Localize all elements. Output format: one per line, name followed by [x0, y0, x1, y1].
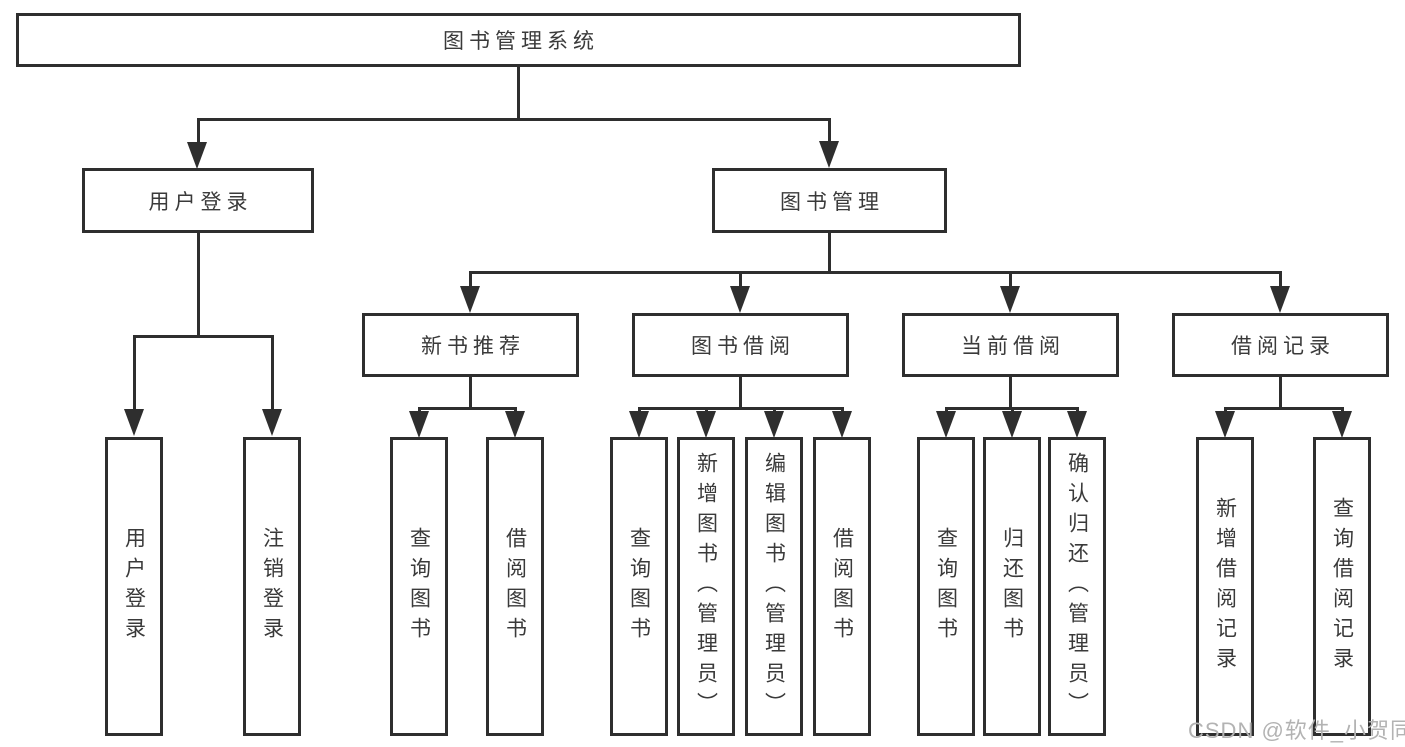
node-root-label: 图书管理系统: [443, 30, 599, 53]
leaf-newbook-borrow-label: 借阅图书: [503, 526, 527, 647]
connector-current-drop: [1009, 271, 1012, 287]
leaf-newbook-borrow: 借阅图书: [486, 437, 544, 736]
node-current-borrow: 当前借阅: [902, 313, 1119, 377]
leaf-records-add-label: 新增借阅记录: [1213, 496, 1237, 677]
connector-records-drop: [1279, 271, 1282, 287]
connector-user-login-branch: [133, 335, 273, 338]
connector-borrow-drop: [739, 271, 742, 287]
connector-root-stem: [517, 67, 520, 118]
leaf-logout: 注销登录: [243, 437, 301, 736]
node-borrow-records: 借阅记录: [1172, 313, 1389, 377]
leaf-newbook-query: 查询图书: [390, 437, 448, 736]
connector-level2-branch: [197, 118, 831, 121]
arrow-down-icon: [1215, 411, 1235, 438]
leaf-current-query: 查询图书: [917, 437, 975, 736]
leaf-records-add: 新增借阅记录: [1196, 437, 1254, 736]
node-root: 图书管理系统: [16, 13, 1021, 67]
connector-new-book-leaf-branch: [418, 407, 516, 410]
node-new-book-recommend-label: 新书推荐: [421, 335, 525, 358]
leaf-borrow-query-label: 查询图书: [627, 526, 651, 647]
arrow-down-icon: [1067, 411, 1087, 438]
connector-level3-branch: [469, 271, 1282, 274]
arrow-down-icon: [629, 411, 649, 438]
arrow-down-icon: [819, 141, 839, 168]
leaf-user-login: 用户登录: [105, 437, 163, 736]
arrow-down-icon: [936, 411, 956, 438]
leaf-records-query-label: 查询借阅记录: [1330, 496, 1354, 677]
connector-leaf-login-drop: [133, 335, 136, 409]
node-user-login-label: 用户登录: [148, 190, 253, 214]
leaf-current-confirm-label: 确认归还（管理员）: [1065, 451, 1089, 722]
leaf-borrow-query: 查询图书: [610, 437, 668, 736]
connector-book-borrow-stem: [739, 377, 742, 407]
leaf-borrow-edit: 编辑图书（管理员）: [745, 437, 803, 736]
connector-borrow-records-leaf-branch: [1224, 407, 1343, 410]
leaf-borrow-borrow-label: 借阅图书: [830, 526, 854, 647]
node-new-book-recommend: 新书推荐: [362, 313, 579, 377]
arrow-down-icon: [730, 286, 750, 313]
connector-user-login-drop: [197, 118, 200, 144]
arrow-down-icon: [409, 411, 429, 438]
node-book-borrow-label: 图书借阅: [691, 335, 795, 358]
leaf-borrow-add-label: 新增图书（管理员）: [694, 451, 718, 722]
connector-leaf-logout-drop: [271, 335, 274, 409]
arrow-down-icon: [124, 409, 144, 436]
leaf-current-query-label: 查询图书: [934, 526, 958, 647]
leaf-current-return: 归还图书: [983, 437, 1041, 736]
arrow-down-icon: [460, 286, 480, 313]
node-current-borrow-label: 当前借阅: [961, 335, 1065, 358]
arrow-down-icon: [1000, 286, 1020, 313]
arrow-down-icon: [262, 409, 282, 436]
arrow-down-icon: [1332, 411, 1352, 438]
node-user-login: 用户登录: [82, 168, 314, 233]
connector-book-mgmt-drop: [828, 118, 831, 144]
connector-book-mgmt-stem: [828, 233, 831, 271]
leaf-current-return-label: 归还图书: [1000, 526, 1024, 647]
arrow-down-icon: [696, 411, 716, 438]
connector-user-login-stem: [197, 233, 200, 335]
connector-new-book-stem: [469, 377, 472, 407]
node-book-borrow: 图书借阅: [632, 313, 849, 377]
connector-borrow-records-stem: [1279, 377, 1282, 407]
arrow-down-icon: [1002, 411, 1022, 438]
leaf-newbook-query-label: 查询图书: [407, 526, 431, 647]
leaf-current-confirm: 确认归还（管理员）: [1048, 437, 1106, 736]
leaf-borrow-edit-label: 编辑图书（管理员）: [762, 451, 786, 722]
node-book-mgmt: 图书管理: [712, 168, 947, 233]
arrow-down-icon: [1270, 286, 1290, 313]
leaf-borrow-add: 新增图书（管理员）: [677, 437, 735, 736]
connector-current-borrow-stem: [1009, 377, 1012, 407]
csdn-watermark: CSDN @软件_小贺同学: [1188, 718, 1405, 743]
connector-new-book-drop: [469, 271, 472, 287]
leaf-user-login-label: 用户登录: [122, 526, 146, 647]
leaf-logout-label: 注销登录: [260, 526, 284, 647]
node-borrow-records-label: 借阅记录: [1231, 335, 1335, 358]
leaf-borrow-borrow: 借阅图书: [813, 437, 871, 736]
arrow-down-icon: [187, 142, 207, 169]
leaf-records-query: 查询借阅记录: [1313, 437, 1371, 736]
node-book-mgmt-label: 图书管理: [780, 190, 884, 214]
arrow-down-icon: [832, 411, 852, 438]
connector-book-borrow-leaf-branch: [638, 407, 843, 410]
arrow-down-icon: [764, 411, 784, 438]
arrow-down-icon: [505, 411, 525, 438]
